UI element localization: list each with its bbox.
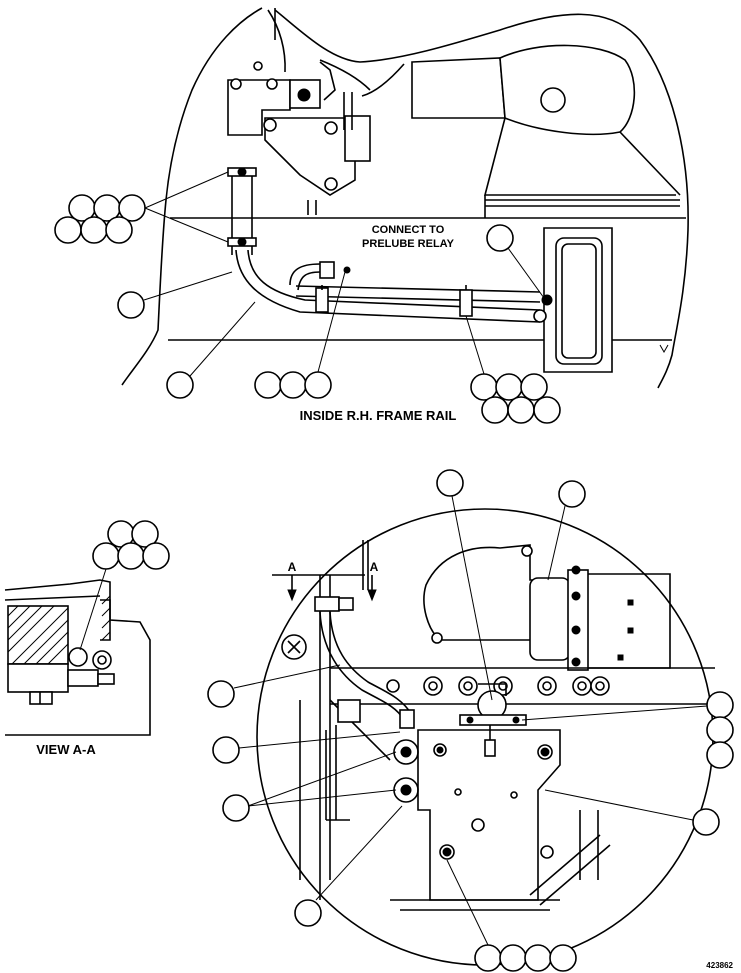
view-a-a: VIEW A-A — [4, 520, 170, 757]
view-caption: VIEW A-A — [36, 742, 96, 757]
arrow-a-right: A — [370, 560, 379, 574]
arrow-a-left: A — [288, 560, 297, 574]
drawing-number: 423862 — [706, 961, 733, 970]
connect-label-line1: CONNECT TO — [372, 224, 445, 236]
top-view: CONNECT TO PRELUBE RELAY INSIDE R.H. FRA… — [54, 7, 689, 424]
connect-label-line2: PRELUBE RELAY — [362, 238, 455, 250]
bolt-row — [386, 676, 610, 696]
detail-view: A A — [207, 469, 734, 972]
frame-rail-caption: INSIDE R.H. FRAME RAIL — [300, 408, 457, 423]
callout-bubbles-top — [54, 194, 561, 424]
callout-bubbles-detail — [207, 469, 734, 972]
